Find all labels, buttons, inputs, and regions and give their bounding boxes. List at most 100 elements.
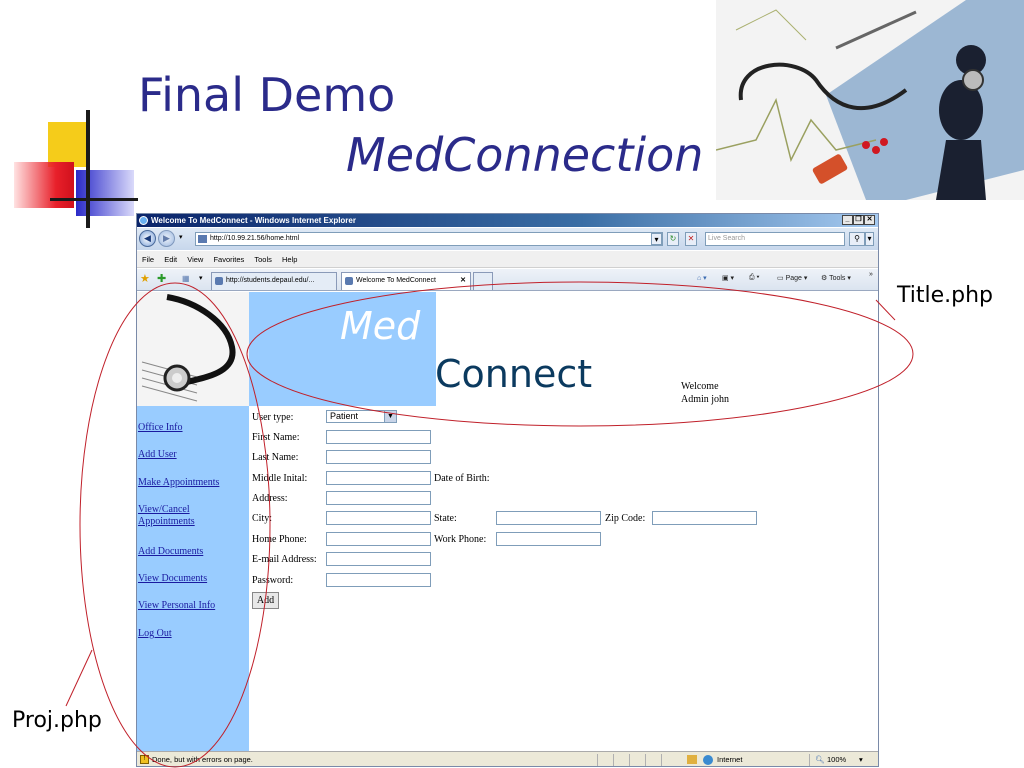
nav-make-appointments[interactable]: Make Appointments [138, 477, 220, 488]
page-menu[interactable]: ▭ Page ▾ [777, 275, 808, 282]
medical-stock-photo [716, 0, 1024, 200]
tab-label: http://students.depaul.edu/... [226, 277, 315, 284]
zoom-dropdown-icon[interactable]: ▾ [859, 755, 863, 764]
city-input[interactable] [326, 511, 431, 525]
tools-menu[interactable]: ⚙ Tools ▾ [821, 275, 851, 282]
page-content: Office Info Add User Make Appointments V… [137, 292, 878, 751]
user-type-select[interactable]: Patient ▼ [326, 410, 397, 423]
email-input[interactable] [326, 552, 431, 566]
menu-tools[interactable]: Tools [254, 255, 272, 264]
menu-edit[interactable]: Edit [164, 255, 178, 264]
status-divider [809, 754, 810, 766]
menu-file[interactable]: File [142, 255, 155, 264]
menu-help[interactable]: Help [281, 255, 298, 264]
last-name-label: Last Name: [252, 452, 299, 463]
status-divider [597, 754, 598, 766]
refresh-icon[interactable]: ↻ [667, 232, 679, 246]
favorites-star-icon[interactable]: ★ [140, 273, 150, 285]
back-icon[interactable]: ◀ [139, 230, 156, 247]
page-icon [345, 277, 353, 285]
user-type-label: User type: [252, 412, 294, 423]
search-icon[interactable]: ⚲ [849, 232, 865, 246]
tab-welcome-medconnect[interactable]: Welcome To MedConnect ✕ [341, 272, 471, 290]
quick-tabs-icon[interactable]: ▦ [182, 274, 190, 283]
zoom-level[interactable]: 100% [827, 755, 847, 764]
deco-vertical-line [86, 110, 90, 228]
feeds-icon[interactable]: ▣ ▾ [722, 275, 735, 282]
chevron-down-icon: ▼ [384, 411, 396, 422]
status-bar: ! Done, but with errors on page. Interne… [137, 751, 878, 766]
search-options-icon[interactable]: ▾ [865, 232, 874, 246]
nav-view-cancel-appointments[interactable]: View/Cancel Appointments [138, 504, 195, 527]
password-input[interactable] [326, 573, 431, 587]
welcome-user: Admin john [681, 394, 730, 405]
deco-red-square [14, 162, 74, 208]
globe-icon [703, 755, 713, 765]
first-name-input[interactable] [326, 430, 431, 444]
dob-label: Date of Birth: [434, 473, 490, 484]
deco-horizontal-line [50, 198, 138, 201]
city-label: City: [252, 513, 273, 524]
add-favorite-icon[interactable]: ✚ [157, 273, 167, 285]
nav-view-documents[interactable]: View Documents [138, 573, 208, 584]
home-icon[interactable]: ⌂ ▾ [697, 275, 707, 282]
protected-mode-icon [687, 755, 697, 764]
nav-office-info[interactable]: Office Info [138, 422, 183, 433]
work-phone-input[interactable] [496, 532, 601, 546]
address-input[interactable] [326, 491, 431, 505]
search-input[interactable]: Live Search [705, 232, 845, 246]
tab-list-icon[interactable]: ▾ [199, 275, 203, 282]
zip-label: Zip Code: [605, 513, 646, 524]
state-input[interactable] [496, 511, 601, 525]
proj-callout-line [65, 649, 93, 707]
window-title: Welcome To MedConnect - Windows Internet… [151, 216, 356, 225]
tab-label: Welcome To MedConnect [356, 277, 436, 284]
ie-page-icon [215, 277, 223, 285]
nav-add-user[interactable]: Add User [138, 449, 177, 460]
minimize-icon[interactable]: _ [842, 215, 853, 225]
add-button[interactable]: Add [252, 592, 279, 609]
ie-logo-icon [139, 216, 148, 225]
warning-icon[interactable]: ! [140, 755, 149, 764]
status-message: Done, but with errors on page. [152, 755, 253, 764]
forward-icon[interactable]: ▶ [158, 230, 175, 247]
slide-title: Final Demo [138, 68, 396, 122]
stethoscope-image [137, 292, 249, 406]
page-menu-label: Page [785, 275, 802, 282]
tab-row: ★ ✚ ▦ ▾ http://students.depaul.edu/... W… [137, 269, 878, 291]
status-divider [629, 754, 630, 766]
sidebar: Office Info Add User Make Appointments V… [137, 292, 249, 751]
middle-initial-label: Middle Inital: [252, 473, 308, 484]
menu-favorites[interactable]: Favorites [213, 255, 245, 264]
home-phone-input[interactable] [326, 532, 431, 546]
welcome-message: Welcome Admin john [681, 380, 729, 406]
print-icon[interactable]: ⎙ ▾ [749, 274, 760, 281]
zip-input[interactable] [652, 511, 757, 525]
close-tab-icon[interactable]: ✕ [460, 277, 466, 284]
zoom-icon[interactable]: 🔍︎ [815, 755, 825, 764]
user-type-value: Patient [330, 411, 359, 421]
last-name-input[interactable] [326, 450, 431, 464]
more-commands-icon[interactable]: » [869, 271, 873, 278]
middle-initial-input[interactable] [326, 471, 431, 485]
restore-icon[interactable]: ❐ [853, 215, 864, 225]
new-tab-button[interactable] [473, 272, 493, 290]
first-name-label: First Name: [252, 432, 300, 443]
page-icon [198, 235, 207, 243]
password-label: Password: [252, 575, 294, 586]
address-dropdown-icon[interactable]: ▾ [651, 233, 662, 245]
close-window-icon[interactable]: ✕ [864, 215, 875, 225]
nav-log-out[interactable]: Log Out [138, 628, 172, 639]
url-text: http://10.99.21.56/home.html [210, 235, 300, 242]
work-phone-label: Work Phone: [434, 534, 487, 545]
history-dropdown-icon[interactable]: ▾ [179, 234, 183, 241]
menu-view[interactable]: View [187, 255, 204, 264]
tab-students-depaul[interactable]: http://students.depaul.edu/... [211, 272, 337, 290]
stop-icon[interactable]: ✕ [685, 232, 697, 246]
title-php-callout: Title.php [897, 283, 994, 308]
window-titlebar: Welcome To MedConnect - Windows Internet… [137, 214, 878, 227]
email-label: E-mail Address: [252, 554, 317, 565]
nav-view-personal-info[interactable]: View Personal Info [138, 600, 216, 611]
address-bar[interactable]: http://10.99.21.56/home.html [195, 232, 663, 246]
nav-add-documents[interactable]: Add Documents [138, 546, 204, 557]
